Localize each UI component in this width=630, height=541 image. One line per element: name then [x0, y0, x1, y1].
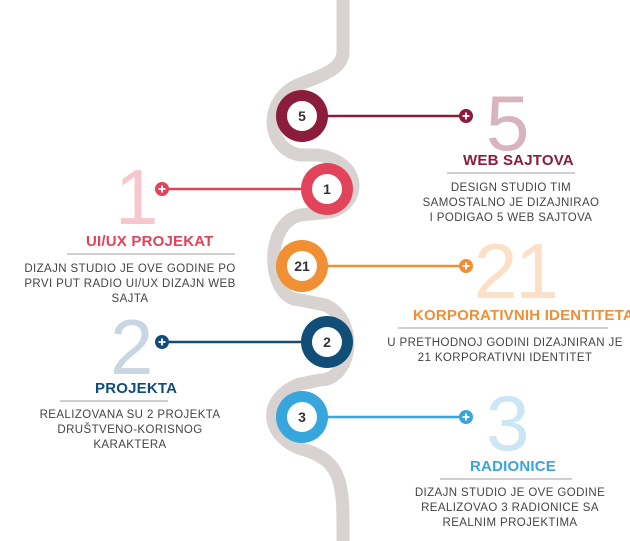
big-number-1: 1 — [115, 153, 158, 241]
big-number-3: 3 — [486, 379, 529, 467]
title-ui-ux-projekat: UI/UX PROJEKAT — [86, 233, 214, 250]
badge-3: 3 — [276, 391, 328, 443]
big-number-5: 5 — [486, 79, 529, 167]
badge-1: 1 — [301, 163, 353, 215]
badge-number-2: 2 — [323, 334, 331, 350]
badge-21: 21 — [276, 240, 328, 292]
badge-number-3: 3 — [298, 409, 306, 425]
desc-web-sajtova: DESIGN STUDIO TIM SAMOSTALNO JE DIZAJNIR… — [422, 182, 600, 224]
badge-number-21: 21 — [294, 258, 310, 274]
plus-marker-1 — [155, 182, 169, 196]
badge-number-1: 1 — [323, 181, 331, 197]
title-projekta: PROJEKTA — [95, 380, 178, 397]
title-underline-2 — [60, 400, 168, 402]
desc-projekta: REALIZOVANA SU 2 PROJEKTA DRUŠTVENO-KORI… — [39, 409, 221, 451]
title-radionice: RADIONICE — [470, 458, 556, 475]
badge-number-5: 5 — [298, 108, 306, 124]
plus-marker-21 — [459, 259, 473, 273]
desc-radionice: DIZAJN STUDIO JE OVE GODINE REALIZOVAO 3… — [414, 487, 606, 529]
winding-path — [266, 0, 360, 541]
badge-5: 5 — [276, 90, 328, 142]
desc-ui-ux-projekat: DIZAJN STUDIO JE OVE GODINE PO PRVI PUT … — [24, 263, 236, 305]
title-underline-3 — [440, 478, 572, 480]
plus-marker-5 — [459, 109, 473, 123]
title-underline-21 — [398, 327, 608, 329]
title-underline-5 — [447, 172, 575, 174]
desc-korporativnih-identiteta: U PRETHODNOJ GODINI DIZAJNIRAN JE 21 KOR… — [387, 337, 623, 364]
big-number-21: 21 — [474, 227, 559, 315]
plus-marker-3 — [459, 410, 473, 424]
big-number-2: 2 — [110, 303, 153, 391]
title-underline-1 — [67, 253, 235, 255]
badge-2: 2 — [301, 316, 353, 368]
plus-marker-2 — [155, 335, 169, 349]
title-korporativnih-identiteta: KORPORATIVNIH IDENTITETA — [413, 307, 630, 324]
title-web-sajtova: WEB SAJTOVA — [463, 152, 574, 169]
